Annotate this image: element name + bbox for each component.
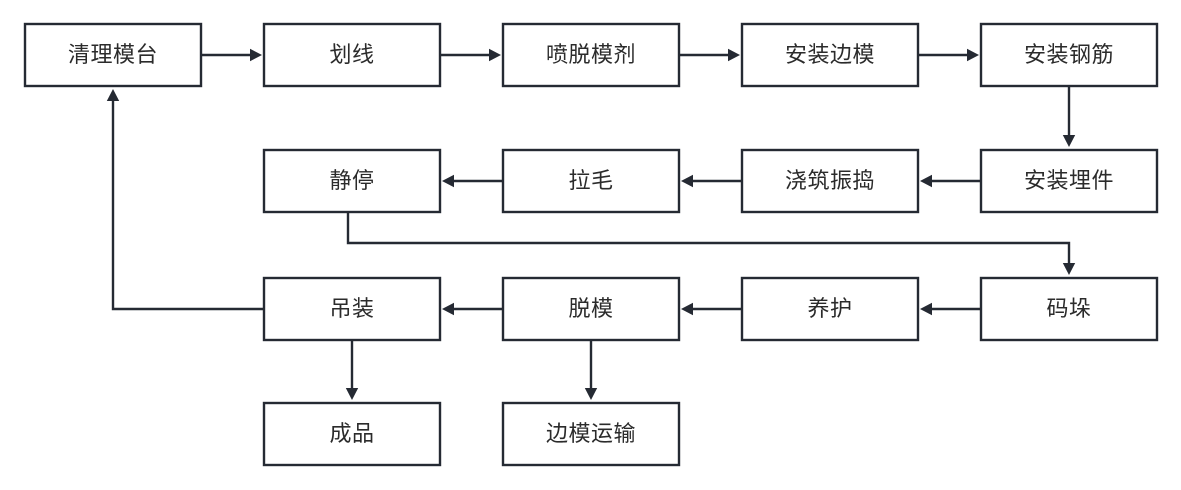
node-label: 脱模 — [568, 296, 613, 321]
flow-edge-n5-to-n6 — [1062, 86, 1076, 147]
node-box[interactable] — [501, 148, 681, 214]
edge-line — [346, 212, 1071, 269]
flow-node-n15[interactable]: 边模运输 — [501, 401, 681, 467]
node-box[interactable] — [979, 276, 1159, 342]
flow-edge-n12-to-n15 — [584, 340, 598, 400]
node-box[interactable] — [979, 22, 1159, 88]
flow-edge-n10-to-n11 — [920, 302, 981, 316]
flow-edge-n13-to-n1 — [106, 89, 264, 311]
arrowhead-icon — [345, 388, 359, 400]
flow-node-n5[interactable]: 安装钢筋 — [979, 22, 1159, 88]
arrowhead-icon — [106, 89, 120, 101]
flow-edge-n11-to-n12 — [681, 302, 742, 316]
flow-node-n6[interactable]: 安装埋件 — [979, 148, 1159, 214]
arrowhead-icon — [584, 388, 598, 400]
flow-node-n1[interactable]: 清理模台 — [23, 22, 203, 88]
arrowhead-icon — [728, 48, 740, 62]
flow-node-n8[interactable]: 拉毛 — [501, 148, 681, 214]
flow-node-n4[interactable]: 安装边模 — [740, 22, 920, 88]
node-box[interactable] — [501, 22, 681, 88]
node-box[interactable] — [740, 148, 920, 214]
node-box[interactable] — [23, 22, 203, 88]
node-label: 边模运输 — [546, 421, 636, 446]
flow-node-n13[interactable]: 吊装 — [262, 276, 442, 342]
node-box[interactable] — [501, 401, 681, 467]
flow-node-n14[interactable]: 成品 — [262, 401, 442, 467]
node-label: 喷脱模剂 — [546, 42, 636, 67]
node-box[interactable] — [740, 22, 920, 88]
node-box[interactable] — [262, 401, 442, 467]
arrowhead-icon — [1062, 263, 1076, 275]
flow-node-n12[interactable]: 脱模 — [501, 276, 681, 342]
flow-node-n2[interactable]: 划线 — [262, 22, 442, 88]
flow-edge-n1-to-n2 — [201, 48, 262, 62]
node-label: 安装埋件 — [1024, 168, 1114, 193]
flow-edge-n3-to-n4 — [679, 48, 740, 62]
node-box[interactable] — [262, 276, 442, 342]
node-box[interactable] — [979, 148, 1159, 214]
node-label: 吊装 — [329, 296, 374, 321]
arrowhead-icon — [920, 174, 932, 188]
flow-node-n10[interactable]: 码垛 — [979, 276, 1159, 342]
node-label: 码垛 — [1046, 296, 1091, 321]
arrowhead-icon — [442, 174, 454, 188]
node-box[interactable] — [740, 276, 920, 342]
node-box[interactable] — [262, 148, 442, 214]
arrowhead-icon — [1062, 135, 1076, 147]
arrowhead-icon — [967, 48, 979, 62]
flow-edge-n12-to-n13 — [442, 302, 503, 316]
arrowhead-icon — [489, 48, 501, 62]
flow-node-n3[interactable]: 喷脱模剂 — [501, 22, 681, 88]
flow-node-n7[interactable]: 浇筑振捣 — [740, 148, 920, 214]
node-label: 安装边模 — [785, 42, 875, 67]
edges-layer — [106, 48, 1076, 400]
arrowhead-icon — [920, 302, 932, 316]
flow-node-n9[interactable]: 静停 — [262, 148, 442, 214]
node-label: 静停 — [329, 168, 374, 193]
node-label: 清理模台 — [68, 42, 158, 67]
arrowhead-icon — [681, 302, 693, 316]
node-label: 养护 — [807, 296, 852, 321]
flow-edge-n7-to-n8 — [681, 174, 742, 188]
flow-edge-n6-to-n7 — [920, 174, 981, 188]
node-label: 成品 — [329, 421, 374, 446]
node-label: 浇筑振捣 — [785, 168, 875, 193]
flow-edge-n2-to-n3 — [440, 48, 501, 62]
node-label: 拉毛 — [568, 168, 613, 193]
node-box[interactable] — [501, 276, 681, 342]
flow-edge-n4-to-n5 — [918, 48, 979, 62]
flow-edge-n13-to-n14 — [345, 340, 359, 400]
edge-line — [111, 95, 264, 311]
flow-edge-n9-to-n10 — [346, 212, 1076, 275]
arrowhead-icon — [681, 174, 693, 188]
node-box[interactable] — [262, 22, 442, 88]
flow-edge-n8-to-n9 — [442, 174, 503, 188]
flow-node-n11[interactable]: 养护 — [740, 276, 920, 342]
arrowhead-icon — [250, 48, 262, 62]
arrowhead-icon — [442, 302, 454, 316]
node-label: 划线 — [329, 42, 374, 67]
node-label: 安装钢筋 — [1024, 42, 1114, 67]
